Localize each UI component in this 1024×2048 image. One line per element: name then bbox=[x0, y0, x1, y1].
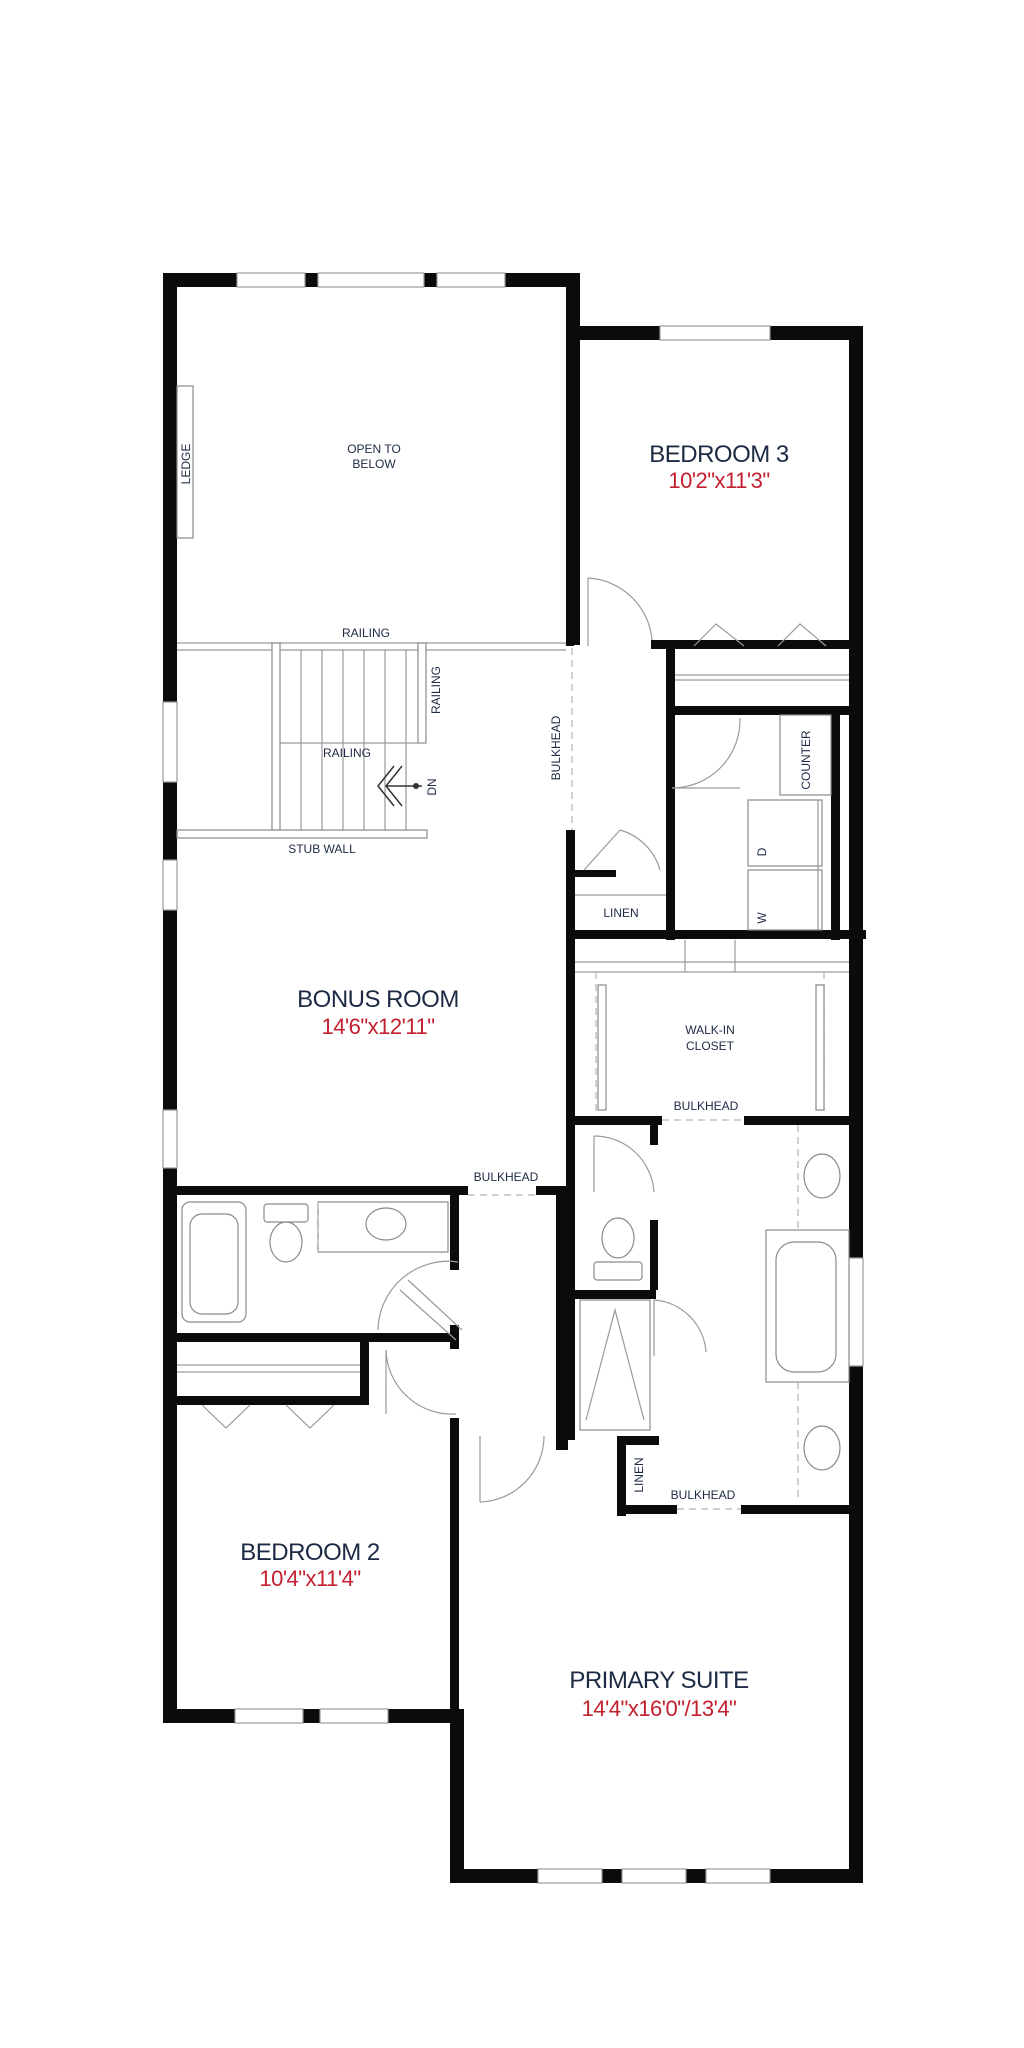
walk-in-closet-label: WALK-IN bbox=[685, 1023, 735, 1037]
windows bbox=[162, 272, 864, 1884]
fixtures bbox=[176, 385, 850, 1510]
bulkhead-stair-label: BULKHEAD bbox=[549, 715, 563, 780]
exterior-walls bbox=[163, 273, 863, 1883]
walk-in-closet-label-line2: CLOSET bbox=[686, 1039, 735, 1053]
railing-mid-label: RAILING bbox=[323, 746, 371, 760]
primary-suite-dimensions: 14'4"x16'0"/13'4" bbox=[582, 1696, 737, 1721]
bedroom-2-dimensions: 10'4"x11'4" bbox=[259, 1566, 360, 1591]
bonus-room-dimensions: 14'6"x12'11" bbox=[321, 1014, 434, 1039]
open-to-below-label: OPEN TO bbox=[347, 442, 401, 456]
dryer-label: D bbox=[755, 847, 769, 856]
stub-wall-label: STUB WALL bbox=[288, 842, 356, 856]
linen-upper-label: LINEN bbox=[603, 906, 638, 920]
railing-side-label: RAILING bbox=[429, 666, 443, 714]
linen-lower-label: LINEN bbox=[632, 1457, 646, 1492]
dn-label: DN bbox=[425, 778, 439, 795]
bulkhead-closet-label: BULKHEAD bbox=[674, 1099, 739, 1113]
open-to-below-label-line2: BELOW bbox=[352, 457, 396, 471]
bulkhead-bath-label: BULKHEAD bbox=[474, 1170, 539, 1184]
doors bbox=[201, 577, 827, 1503]
railing-top-label: RAILING bbox=[342, 626, 390, 640]
bedroom-3-name: BEDROOM 3 bbox=[649, 441, 789, 468]
ledge-label: LEDGE bbox=[179, 444, 193, 485]
bedroom-2-name: BEDROOM 2 bbox=[240, 1539, 380, 1566]
bonus-room-name: BONUS ROOM bbox=[297, 986, 459, 1013]
washer-label: W bbox=[755, 912, 769, 924]
bulkhead-ensuite-label: BULKHEAD bbox=[671, 1488, 736, 1502]
bedroom-3-dimensions: 10'2"x11'3" bbox=[668, 468, 769, 493]
primary-suite-name: PRIMARY SUITE bbox=[569, 1667, 748, 1694]
labels: OPEN TO BELOW LEDGE RAILING RAILING RAIL… bbox=[179, 441, 813, 1721]
interior-walls bbox=[163, 640, 866, 1723]
counter-label: COUNTER bbox=[799, 730, 813, 790]
